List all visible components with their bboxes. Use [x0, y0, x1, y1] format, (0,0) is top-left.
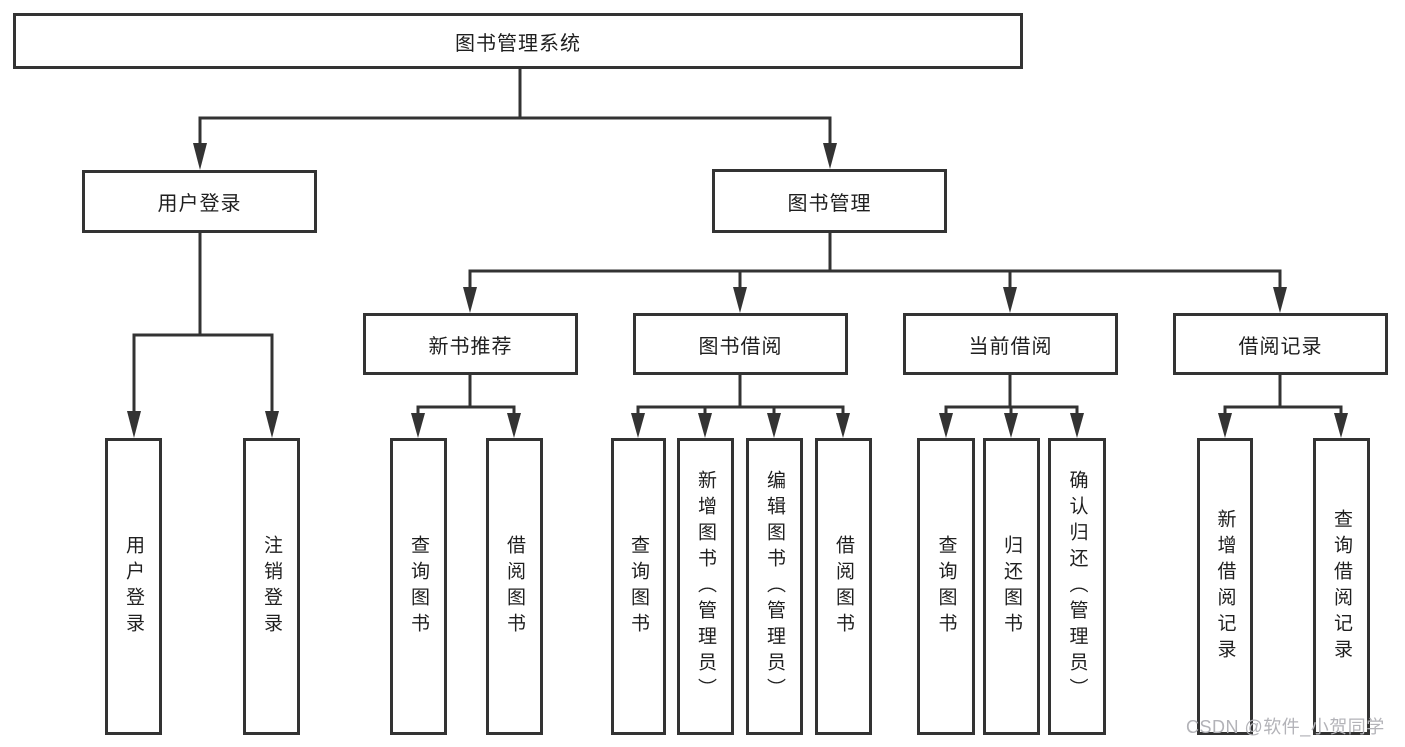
node-label: 图书借阅 [698, 335, 783, 358]
arrowhead [836, 413, 850, 438]
node-label: 归还图书 [1001, 534, 1022, 639]
node-label: 新书推荐 [428, 335, 513, 358]
arrowhead [127, 411, 141, 438]
leaf-borrow-books-recommend: 借阅图书 [486, 438, 543, 735]
leaf-user-login: 用户登录 [105, 438, 162, 735]
leaf-add-book-admin: 新增图书（管理员） [677, 438, 734, 735]
node-label: 用户登录 [157, 193, 242, 215]
leaf-confirm-return-admin: 确认归还（管理员） [1048, 438, 1106, 735]
node-label: 当前借阅 [968, 335, 1053, 358]
arrowhead [507, 413, 521, 438]
node-label: 借阅图书 [833, 534, 854, 639]
node-label: 新增图书（管理员） [695, 469, 716, 704]
node-root-library-system: 图书管理系统 [13, 13, 1023, 69]
arrowhead [733, 287, 747, 313]
arrowhead [411, 413, 425, 438]
leaf-query-books-recommend: 查询图书 [390, 438, 447, 735]
arrowhead [698, 413, 712, 438]
node-label: 确认归还（管理员） [1066, 469, 1088, 704]
leaf-query-borrow-record: 查询借阅记录 [1313, 438, 1370, 735]
node-current-borrow: 当前借阅 [903, 313, 1118, 375]
arrowhead [265, 411, 279, 438]
leaf-logout: 注销登录 [243, 438, 300, 735]
node-label: 查询图书 [935, 534, 957, 639]
node-user-login: 用户登录 [82, 170, 317, 233]
node-label: 编辑图书（管理员） [764, 469, 785, 704]
arrowhead [1004, 413, 1018, 438]
node-label: 借阅记录 [1238, 335, 1323, 358]
node-label: 图书管理系统 [455, 32, 581, 55]
node-borrow-records: 借阅记录 [1173, 313, 1388, 375]
arrowhead [1003, 287, 1017, 313]
node-new-book-recommend: 新书推荐 [363, 313, 578, 375]
csdn-watermark: CSDN @软件_小贺同学 [1186, 717, 1385, 737]
arrowhead [939, 413, 953, 438]
node-label: 图书管理 [787, 192, 872, 215]
arrowhead [631, 413, 645, 438]
node-label: 用户登录 [123, 534, 144, 639]
node-label: 新增借阅记录 [1214, 508, 1236, 665]
node-label: 查询图书 [408, 534, 429, 639]
arrowheads [127, 143, 1348, 438]
arrowhead [463, 287, 477, 313]
leaf-return-book: 归还图书 [983, 438, 1040, 735]
node-label: 注销登录 [261, 534, 282, 639]
arrowhead [767, 413, 781, 438]
node-book-management: 图书管理 [712, 169, 947, 233]
node-book-borrow: 图书借阅 [633, 313, 848, 375]
leaf-query-books-borrow: 查询图书 [611, 438, 666, 735]
arrowhead [1218, 413, 1232, 438]
leaf-borrow-book: 借阅图书 [815, 438, 872, 735]
node-label: 查询借阅记录 [1331, 508, 1352, 665]
arrowhead [1273, 287, 1287, 313]
leaf-edit-book-admin: 编辑图书（管理员） [746, 438, 803, 735]
arrowhead [1334, 413, 1348, 438]
node-label: 查询图书 [628, 534, 649, 639]
leaf-query-books-current: 查询图书 [917, 438, 975, 735]
arrowhead [193, 143, 207, 170]
node-label: 借阅图书 [504, 534, 525, 639]
leaf-add-borrow-record: 新增借阅记录 [1197, 438, 1253, 735]
arrowhead [823, 143, 837, 169]
arrowhead [1070, 413, 1084, 438]
